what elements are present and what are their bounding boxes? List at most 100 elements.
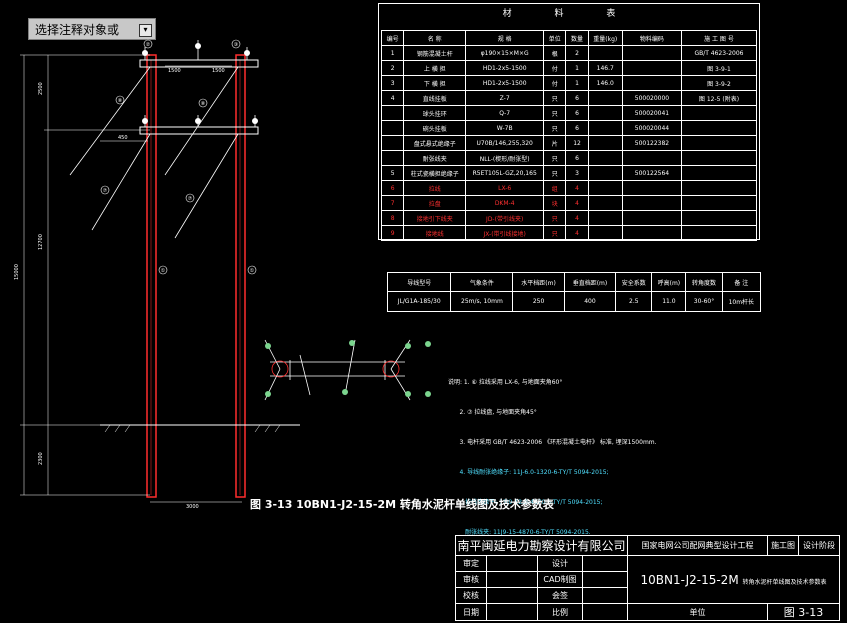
mat-cell-spec: HD1-2x5-1500	[465, 60, 545, 76]
mat-cell-unit: 只	[543, 90, 567, 106]
param-cell: JL/G1A-185/30	[386, 291, 452, 312]
mat-header: 施 工 图 号	[680, 30, 758, 46]
param-header: 导线型号	[386, 272, 452, 292]
plan-view	[264, 339, 411, 401]
mat-cell-qty: 4	[565, 180, 589, 196]
dim-cross1-left: 1500	[168, 68, 181, 74]
param-header: 水平档距(m)	[512, 272, 565, 292]
mat-cell-no	[380, 120, 405, 136]
stage-label: 施工图	[767, 535, 800, 556]
mat-cell-weight	[587, 225, 623, 241]
param-header: 备 注	[721, 272, 762, 292]
callout-1b: ①	[250, 268, 255, 274]
param-cell: 250	[512, 291, 565, 312]
mat-header: 规 格	[465, 30, 545, 46]
mat-cell-code	[621, 180, 682, 196]
role-value	[582, 587, 628, 604]
mat-cell-spec: LX-6	[465, 180, 545, 196]
mat-cell-unit: 只	[543, 165, 567, 181]
param-cell: 30-60°	[685, 291, 723, 312]
mat-cell-weight	[587, 105, 623, 121]
mat-cell-code: 500020041	[621, 105, 682, 121]
mat-cell-no: 3	[380, 75, 405, 91]
mat-cell-code	[621, 225, 682, 241]
param-cell: 400	[563, 291, 617, 312]
mat-cell-code	[621, 210, 682, 226]
mat-cell-qty: 2	[565, 45, 589, 61]
mat-cell-qty: 4	[565, 210, 589, 226]
role-label: 审核	[455, 571, 487, 588]
mat-header: 物料编码	[621, 30, 682, 46]
mat-cell-code: 500122564	[621, 165, 682, 181]
param-header: 安全系数	[615, 272, 653, 292]
mat-cell-no: 9	[380, 225, 405, 241]
note-line: 3. 电杆采用 GB/T 4623-2006 《环形混凝土电杆》 标准, 埋深1…	[448, 439, 657, 446]
mat-cell-spec: NLL-(楔形/耐张型)	[465, 150, 545, 166]
mat-cell-unit: 付	[543, 75, 567, 91]
mat-header: 名 称	[403, 30, 467, 46]
mat-cell-qty: 1	[565, 60, 589, 76]
pole-right	[235, 54, 246, 498]
note-line: 4. 导线耐张绝缘子: 11J-6.0-1320-6-TY/T 5094-201…	[448, 469, 609, 476]
note-line: 说明: 1. ⑥ 拉线采用 LX-6, 与地面夹角60°	[448, 379, 563, 386]
callout-2: ②	[146, 42, 151, 48]
role-label: 审定	[455, 555, 487, 572]
mat-cell-weight	[587, 135, 623, 151]
role-value	[582, 571, 628, 588]
annotation-select-dropdown[interactable]: 选择注释对象或 ▾	[28, 18, 156, 40]
mat-cell-no: 4	[380, 90, 405, 106]
mat-cell-code	[621, 45, 682, 61]
mat-cell-code	[621, 195, 682, 211]
mat-cell-weight	[587, 195, 623, 211]
mat-cell-name: 盘式悬式绝缘子	[403, 135, 467, 151]
mat-cell-code	[621, 75, 682, 91]
mat-cell-unit: 片	[543, 135, 567, 151]
drawing-name-cell: 10BN1-J2-15-2M 转角水泥杆单线图及技术参数表	[627, 555, 840, 604]
figure-number: 图 3-13	[767, 603, 840, 621]
mat-cell-spec: W-7B	[465, 120, 545, 136]
mat-cell-drawing	[680, 225, 758, 241]
mat-cell-weight	[587, 90, 623, 106]
param-header: 转角度数	[685, 272, 723, 292]
mat-cell-name: 耐张线夹	[403, 150, 467, 166]
mat-header: 重量(kg)	[587, 30, 623, 46]
mat-cell-name: 接地线	[403, 225, 467, 241]
dropdown-arrow-icon[interactable]: ▾	[139, 24, 152, 37]
param-cell: 11.0	[651, 291, 687, 312]
dropdown-label: 选择注释对象或	[35, 23, 120, 37]
role-value	[486, 587, 538, 604]
mat-cell-weight: 146.7	[587, 60, 623, 76]
mat-cell-unit: 只	[543, 105, 567, 121]
mat-cell-drawing	[680, 195, 758, 211]
callout-3: ③	[234, 42, 238, 48]
mat-cell-qty: 3	[565, 165, 589, 181]
mat-cell-drawing	[680, 105, 758, 121]
mat-cell-name: 上 横 担	[403, 60, 467, 76]
mat-cell-name: 球头挂环	[403, 105, 467, 121]
param-header: 呼高(m)	[651, 272, 687, 292]
mat-cell-drawing	[680, 150, 758, 166]
mat-cell-no: 1	[380, 45, 405, 61]
mat-cell-no	[380, 150, 405, 166]
materials-header-row: 编号 名 称 规 格 单位 数量 重量(kg) 物料编码 施 工 图 号	[380, 30, 758, 46]
mat-cell-code: 500020044	[621, 120, 682, 136]
param-header: 垂直档距(m)	[563, 272, 617, 292]
dim-cross2-left: 450	[118, 135, 128, 141]
mat-cell-spec: R5ET105L-GZ,20,165	[465, 165, 545, 181]
mat-cell-unit: 只	[543, 120, 567, 136]
mat-cell-name: 接地引下线夹	[403, 210, 467, 226]
mat-cell-unit: 组	[543, 180, 567, 196]
param-cell: 25m/s, 10mm	[450, 291, 514, 312]
role-value	[582, 603, 628, 621]
mat-cell-qty: 6	[565, 120, 589, 136]
mat-cell-weight	[587, 45, 623, 61]
role-label: 比例	[537, 603, 583, 621]
note-line: 耐张线夹: 11J9-15-4870-6-TY/T 5094-2015.	[448, 529, 591, 536]
